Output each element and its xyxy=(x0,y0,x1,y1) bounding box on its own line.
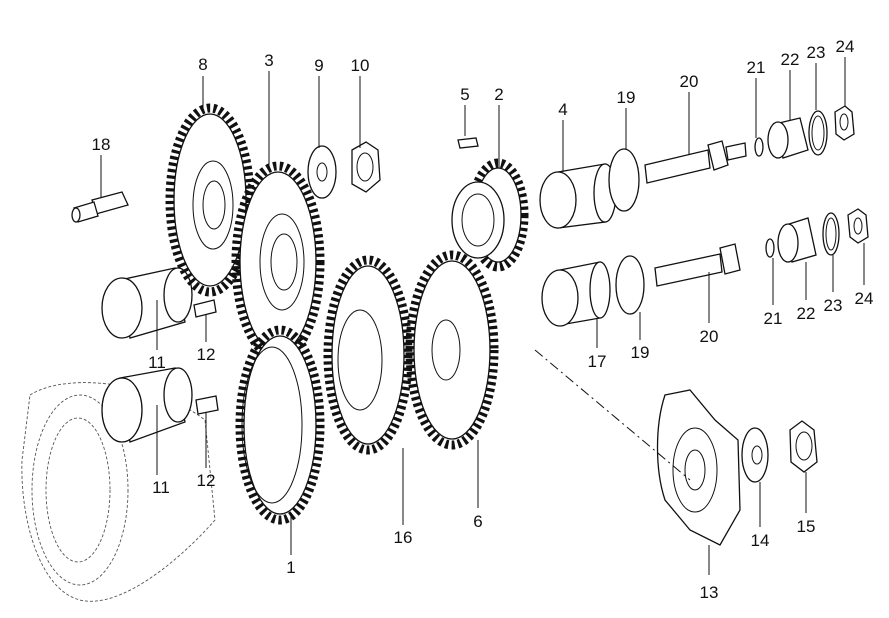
callout-16: 16 xyxy=(394,528,413,547)
bushing-part-11-upper xyxy=(101,267,193,339)
dowel-part-12-lower xyxy=(195,395,219,415)
callout-21-lower: 21 xyxy=(764,309,783,328)
callout-13: 13 xyxy=(700,583,719,602)
nut-part-24-upper xyxy=(834,105,855,141)
bolt-part-20-lower xyxy=(654,243,741,287)
disc-part-19-upper xyxy=(608,148,640,212)
nut-part-24-lower xyxy=(847,208,869,244)
sleeve-part-17 xyxy=(541,261,611,327)
callout-19-lower: 19 xyxy=(631,343,650,362)
callout-10: 10 xyxy=(351,56,370,75)
key-part-5 xyxy=(457,137,479,149)
dowel-part-12-upper xyxy=(193,299,217,318)
callout-19-upper: 19 xyxy=(617,88,636,107)
callout-11-upper: 11 xyxy=(148,353,166,372)
bushing-part-11-lower xyxy=(101,367,193,443)
washer-part-9 xyxy=(307,145,337,199)
callout-labels: 8 3 9 10 18 5 2 4 19 20 21 22 23 24 11 1… xyxy=(92,37,874,602)
nut-part-10 xyxy=(351,141,381,193)
callout-11-lower: 11 xyxy=(152,478,170,497)
gear-part-3 xyxy=(231,161,325,363)
gear-part-8 xyxy=(165,103,255,297)
callout-12-upper: 12 xyxy=(197,345,216,364)
callout-3: 3 xyxy=(264,51,273,70)
callout-23-lower: 23 xyxy=(824,296,843,315)
assembly-center-line xyxy=(534,349,691,481)
callout-8: 8 xyxy=(198,55,207,74)
callout-17: 17 xyxy=(588,352,607,371)
callout-4: 4 xyxy=(558,100,567,119)
callout-15: 15 xyxy=(797,517,816,536)
callout-22-lower: 22 xyxy=(797,304,816,323)
ring-part-21-upper xyxy=(754,137,764,157)
disc-part-19-lower xyxy=(615,255,645,315)
callout-9: 9 xyxy=(314,56,323,75)
bush-part-22-upper xyxy=(767,117,809,159)
washer-part-14 xyxy=(741,427,769,483)
callout-21-upper: 21 xyxy=(747,58,766,77)
callout-20-upper: 20 xyxy=(680,72,699,91)
callout-6: 6 xyxy=(473,512,482,531)
gear-part-1 xyxy=(235,325,325,525)
leader-lines xyxy=(100,57,865,575)
callout-14: 14 xyxy=(751,531,770,550)
gear-part-16 xyxy=(323,255,413,455)
callout-22-upper: 22 xyxy=(781,50,800,69)
stud-part-18 xyxy=(71,191,129,223)
plate-part-13 xyxy=(656,389,741,546)
gear-part-6 xyxy=(405,250,499,450)
gear-part-2 xyxy=(451,158,529,272)
callout-23-upper: 23 xyxy=(807,43,826,62)
callout-20-lower: 20 xyxy=(700,327,719,346)
callout-1: 1 xyxy=(286,558,295,577)
ring-part-23-lower xyxy=(822,212,840,256)
sleeve-part-4 xyxy=(539,163,617,229)
callout-5: 5 xyxy=(460,85,469,104)
callout-12-lower: 12 xyxy=(197,471,216,490)
nut-part-15 xyxy=(789,420,818,473)
ring-part-23-upper xyxy=(808,110,828,156)
bush-part-22-lower xyxy=(777,217,817,263)
callout-18: 18 xyxy=(92,135,111,154)
bolt-part-20-upper xyxy=(644,140,747,184)
callout-2: 2 xyxy=(494,85,503,104)
callout-24-lower: 24 xyxy=(855,289,874,308)
callout-24-upper: 24 xyxy=(836,37,855,56)
ring-part-21-lower xyxy=(765,238,775,258)
